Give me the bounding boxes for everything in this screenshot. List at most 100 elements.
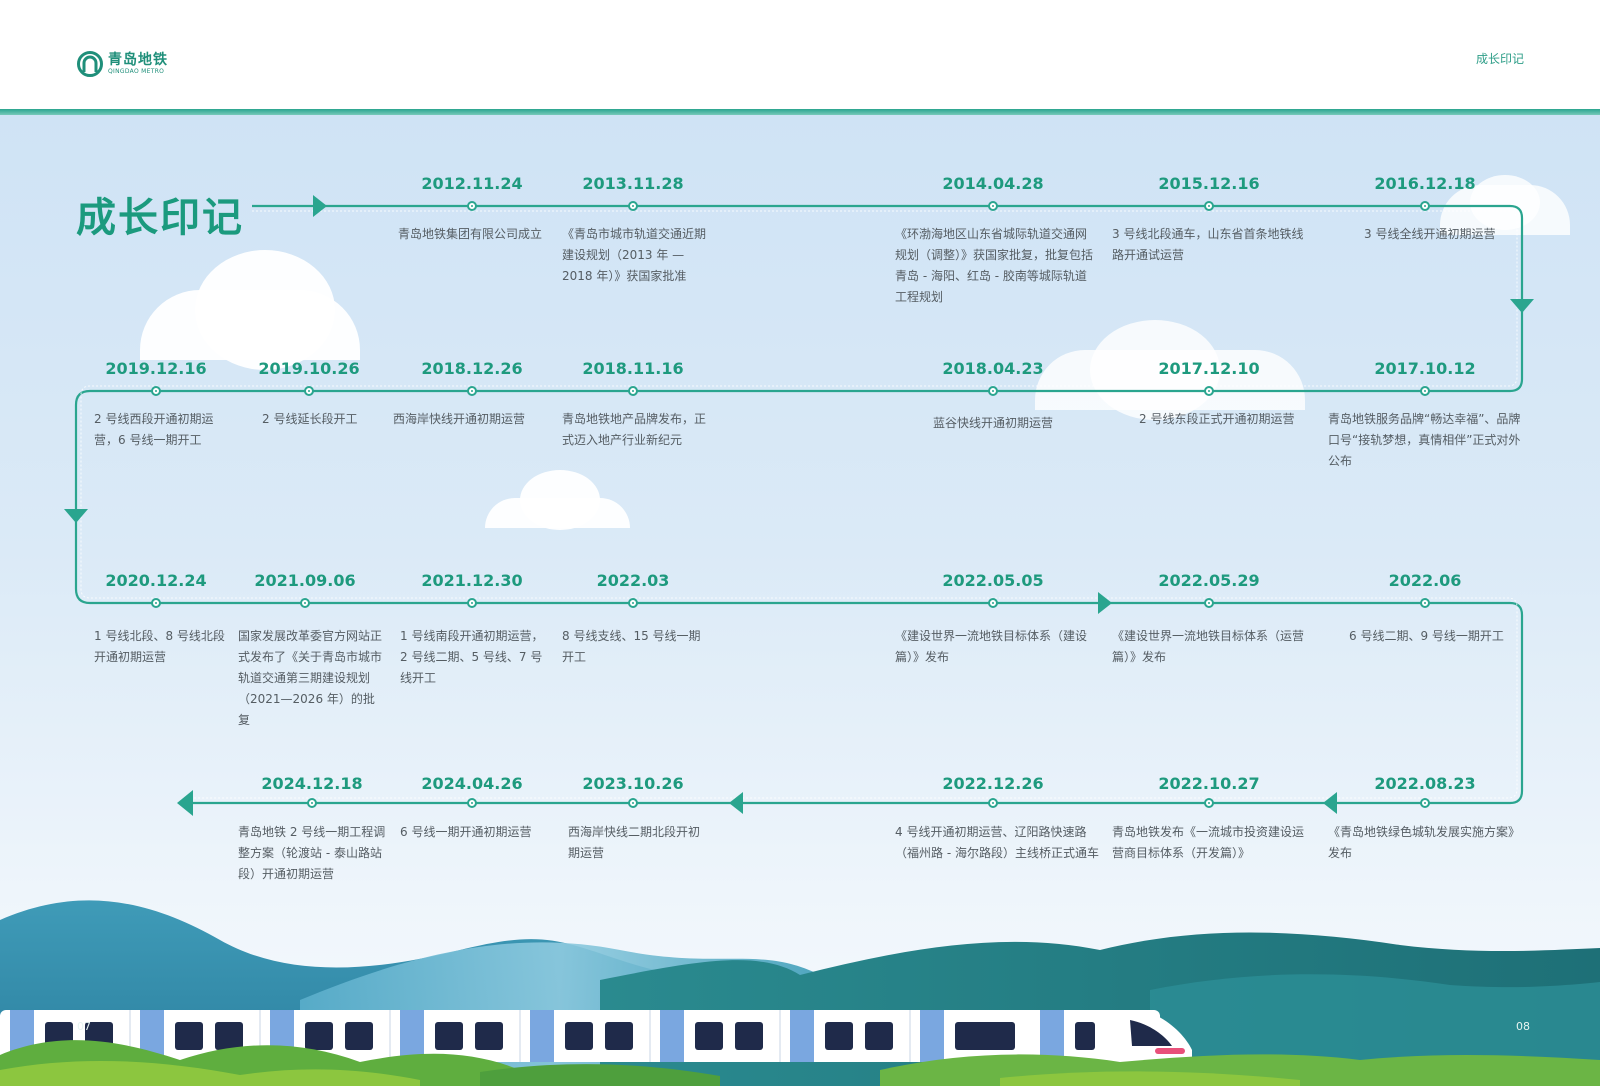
timeline-node <box>1420 201 1430 211</box>
event-date: 2013.11.28 <box>582 174 684 193</box>
event-date: 2018.12.26 <box>421 359 523 378</box>
event-date: 2016.12.18 <box>1374 174 1476 193</box>
event-date: 2019.10.26 <box>258 359 360 378</box>
timeline-node <box>467 798 477 808</box>
event-date: 2022.06 <box>1388 571 1462 590</box>
event-description: 《青岛市城市轨道交通近期建设规划（2013 年 — 2018 年）》获国家批准 <box>562 227 707 283</box>
header-divider <box>0 109 1600 115</box>
event-description: 1 号线北段、8 号线北段开通初期运营 <box>94 629 225 664</box>
arrow-left-icon <box>177 790 193 816</box>
timeline-node <box>1204 386 1214 396</box>
page-number-left: 07 <box>77 1020 91 1033</box>
timeline-node <box>1204 201 1214 211</box>
event-description: 《建设世界一流地铁目标体系（建设篇）》发布 <box>895 629 1088 664</box>
metro-logo-icon <box>77 51 103 77</box>
event-description: 6 号线一期开通初期运营 <box>400 825 532 839</box>
event-description: 《青岛地铁绿色城轨发展实施方案》发布 <box>1328 825 1521 860</box>
event-date: 2022.05.05 <box>942 571 1044 590</box>
event-description: 国家发展改革委官方网站正式发布了《关于青岛市城市轨道交通第三期建设规划（2021… <box>238 629 383 727</box>
event-description: 3 号线全线开通初期运营 <box>1364 227 1496 241</box>
timeline-node <box>988 386 998 396</box>
timeline-node <box>988 598 998 608</box>
page-number-right: 08 <box>1516 1020 1530 1033</box>
timeline-node <box>307 798 317 808</box>
event-description: 青岛地铁发布《一流城市投资建设运营商目标体系（开发篇）》 <box>1112 825 1305 860</box>
event-description: 2 号线延长段开工 <box>262 412 358 426</box>
timeline-node <box>300 598 310 608</box>
event-description: 青岛地铁集团有限公司成立 <box>398 227 543 241</box>
timeline-node <box>628 386 638 396</box>
cloud <box>1470 175 1540 230</box>
event-description: 青岛地铁地产品牌发布，正式迈入地产行业新纪元 <box>562 412 707 447</box>
event-date: 2022.08.23 <box>1374 774 1476 793</box>
logo-english-name: QINGDAO METRO <box>108 68 165 75</box>
event-date: 2021.12.30 <box>421 571 523 590</box>
event-date: 2019.12.16 <box>105 359 207 378</box>
event-date: 2022.03 <box>596 571 670 590</box>
cloud <box>520 470 600 530</box>
page-title: 成长印记 <box>76 195 244 241</box>
timeline-node <box>304 386 314 396</box>
event-date: 2022.05.29 <box>1158 571 1260 590</box>
timeline-node <box>988 201 998 211</box>
page-header: 青岛地铁 QINGDAO METRO 成长印记 <box>0 0 1600 110</box>
landscape-illustration <box>0 900 1600 1086</box>
timeline-node <box>628 798 638 808</box>
event-description: 3 号线北段通车，山东省首条地铁线路开通试运营 <box>1112 227 1304 262</box>
event-description: 青岛地铁 2 号线一期工程调整方案（轮渡站 - 泰山路站段）开通初期运营 <box>238 825 386 881</box>
event-description: 西海岸快线开通初期运营 <box>393 412 526 426</box>
timeline-node <box>151 386 161 396</box>
logo-chinese-name: 青岛地铁 <box>108 52 168 68</box>
timeline-section: 成长印记 2012.11.24 青岛地铁集团有限公司成立 2013.11.28 … <box>0 115 1600 1086</box>
event-date: 2024.04.26 <box>421 774 523 793</box>
event-description: 8 号线支线、15 号线一期开工 <box>562 629 701 664</box>
event-description: 《环渤海地区山东省城际轨道交通网规划（调整）》获国家批复，批复包括青岛 - 海阳… <box>895 227 1094 304</box>
event-description: 4 号线开通初期运营、辽阳路快速路（福州路 - 海尔路段）主线桥正式通车 <box>895 825 1099 860</box>
timeline-node <box>988 798 998 808</box>
cloud <box>195 250 335 370</box>
arrow-left-icon <box>1323 792 1337 814</box>
event-date: 2018.04.23 <box>942 359 1044 378</box>
event-date: 2020.12.24 <box>105 571 207 590</box>
timeline-node <box>1204 798 1214 808</box>
qingdao-metro-logo: 青岛地铁 QINGDAO METRO <box>76 50 168 78</box>
event-description: 1 号线南段开通初期运营，2 号线二期、5 号线、7 号线开工 <box>400 629 544 685</box>
arrow-down-icon <box>64 509 88 523</box>
event-date: 2022.10.27 <box>1158 774 1260 793</box>
cloud <box>1090 320 1220 420</box>
timeline-node <box>467 201 477 211</box>
event-date: 2018.11.16 <box>582 359 684 378</box>
arrow-down-icon <box>1510 299 1534 313</box>
event-date: 2023.10.26 <box>582 774 684 793</box>
event-date: 2024.12.18 <box>261 774 363 793</box>
timeline-node <box>1204 598 1214 608</box>
event-description: 青岛地铁服务品牌“畅达幸福”、品牌口号“接轨梦想，真情相伴”正式对外公布 <box>1328 412 1521 468</box>
metro-train-illustration <box>0 1010 1192 1062</box>
timeline-node <box>467 386 477 396</box>
event-date: 2021.09.06 <box>254 571 356 590</box>
event-date: 2017.10.12 <box>1374 359 1476 378</box>
event-description: 6 号线二期、9 号线一期开工 <box>1349 629 1504 643</box>
timeline-node <box>467 598 477 608</box>
event-description: 2 号线东段正式开通初期运营 <box>1139 412 1295 426</box>
arrow-left-icon <box>729 792 743 814</box>
event-description: 蓝谷快线开通初期运营 <box>933 416 1054 430</box>
event-date: 2017.12.10 <box>1158 359 1260 378</box>
timeline-node <box>151 598 161 608</box>
section-label: 成长印记 <box>1475 52 1524 66</box>
timeline-node <box>628 598 638 608</box>
timeline-node <box>1420 798 1430 808</box>
timeline-node <box>628 201 638 211</box>
event-date: 2012.11.24 <box>421 174 523 193</box>
event-date: 2014.04.28 <box>942 174 1044 193</box>
timeline-node <box>1420 386 1430 396</box>
event-date: 2022.12.26 <box>942 774 1044 793</box>
arrow-right-icon <box>313 195 327 217</box>
event-description: 《建设世界一流地铁目标体系（运营篇）》发布 <box>1112 629 1305 664</box>
arrow-right-icon <box>1098 592 1112 614</box>
event-description: 2 号线西段开通初期运营，6 号线一期开工 <box>94 412 214 447</box>
timeline-node <box>1420 598 1430 608</box>
timeline-track <box>64 195 1534 816</box>
event-description: 西海岸快线二期北段开初期运营 <box>568 825 701 860</box>
event-date: 2015.12.16 <box>1158 174 1260 193</box>
